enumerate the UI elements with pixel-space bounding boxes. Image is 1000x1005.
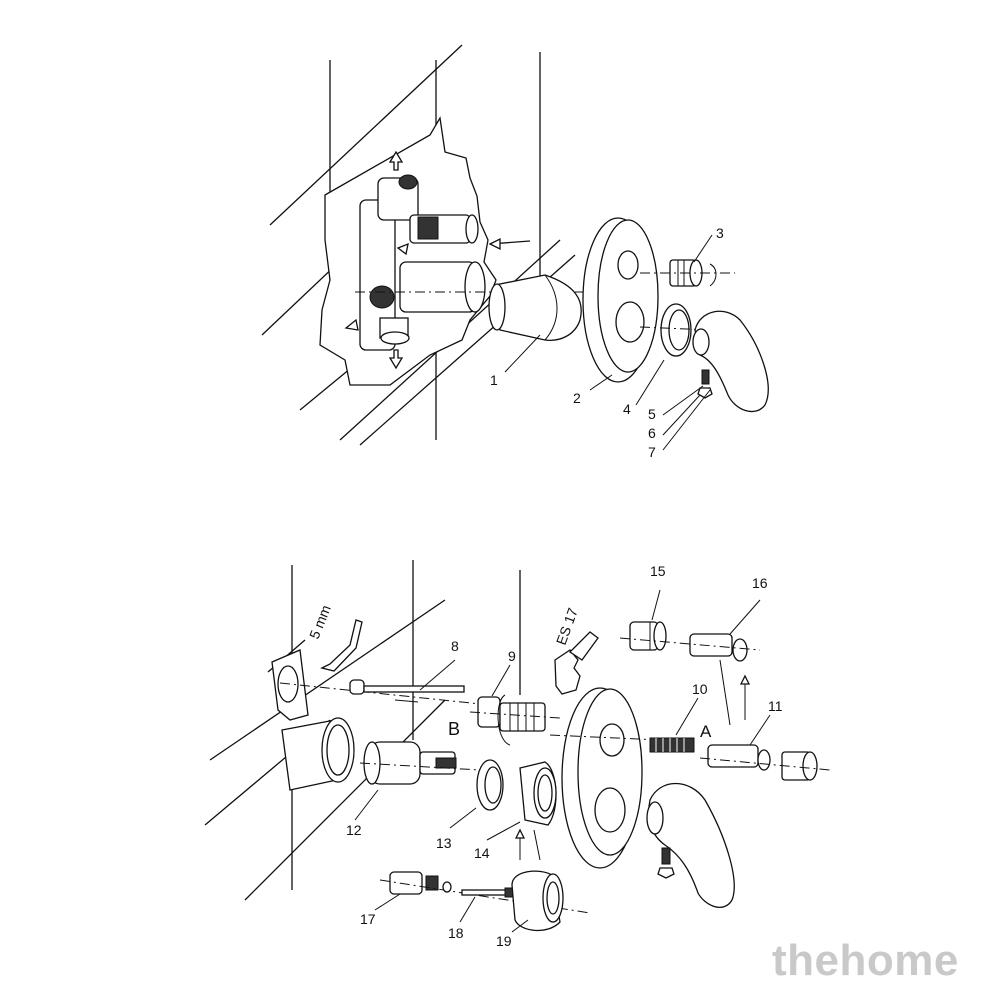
label-15: 15	[650, 563, 666, 579]
label-11: 11	[768, 698, 783, 714]
part-1-sleeve	[488, 274, 582, 341]
mixer-body	[355, 174, 615, 351]
bottom-wall-lines	[204, 560, 521, 901]
part-14-sleeve	[519, 761, 557, 826]
part-15-nut	[629, 621, 667, 651]
part-11-pin	[699, 744, 831, 781]
bottom-assembly: 5 mm B	[204, 560, 831, 949]
top-leader-lines	[504, 234, 713, 451]
part-19-cap	[511, 870, 564, 932]
part-10-spring	[649, 737, 695, 753]
flow-arrows	[344, 150, 531, 370]
part-13-nut	[476, 759, 504, 811]
bottom-labels: 8 9 10 11 12 13 14 15 16 17 18 19	[346, 563, 783, 949]
bottom-screw	[657, 847, 675, 879]
label-14: 14	[474, 845, 490, 861]
label-3: 3	[716, 225, 724, 241]
part-12-cartridge	[359, 741, 481, 785]
top-assembly: 1 2 3 4 5 6 7	[261, 44, 769, 460]
part-2-plate	[582, 217, 659, 383]
wall-cutout	[319, 116, 497, 386]
part-18-screw	[442, 881, 514, 898]
label-10: 10	[692, 681, 708, 697]
part-4-ring	[639, 303, 711, 357]
bottom-assembly-arrows	[514, 659, 751, 861]
label-8: 8	[451, 638, 459, 654]
label-16: 16	[752, 575, 768, 591]
label-a: A	[700, 722, 712, 741]
part-8-rod	[279, 679, 491, 706]
label-9: 9	[508, 648, 516, 664]
part-9-spindle	[469, 694, 561, 746]
label-b: B	[448, 719, 460, 739]
lever-handle-bottom	[646, 783, 735, 909]
label-13: 13	[436, 835, 452, 851]
top-labels: 1 2 3 4 5 6 7	[490, 225, 724, 460]
label-6: 6	[648, 425, 656, 441]
bottom-plate	[549, 687, 661, 869]
label-4: 4	[623, 401, 631, 417]
part-5-6-screw	[697, 369, 713, 399]
wrench-label: ES 17	[553, 606, 581, 648]
large-sleeve	[281, 717, 355, 791]
part-17-adapter	[379, 871, 591, 914]
lever-handle-top	[692, 310, 769, 413]
wrench-es17: ES 17	[553, 606, 599, 695]
label-7: 7	[648, 444, 656, 460]
label-18: 18	[448, 925, 464, 941]
label-12: 12	[346, 822, 362, 838]
label-5: 5	[648, 406, 656, 422]
label-2: 2	[573, 390, 581, 406]
part-16-pin	[619, 633, 761, 662]
bottom-leader-lines	[354, 589, 771, 933]
label-17: 17	[360, 911, 376, 927]
part-3-nut	[640, 259, 735, 287]
label-1: 1	[490, 372, 498, 388]
allen-key-label: 5 mm	[306, 603, 334, 641]
label-19: 19	[496, 933, 512, 949]
watermark: thehome	[772, 936, 959, 985]
allen-key: 5 mm	[306, 603, 363, 672]
